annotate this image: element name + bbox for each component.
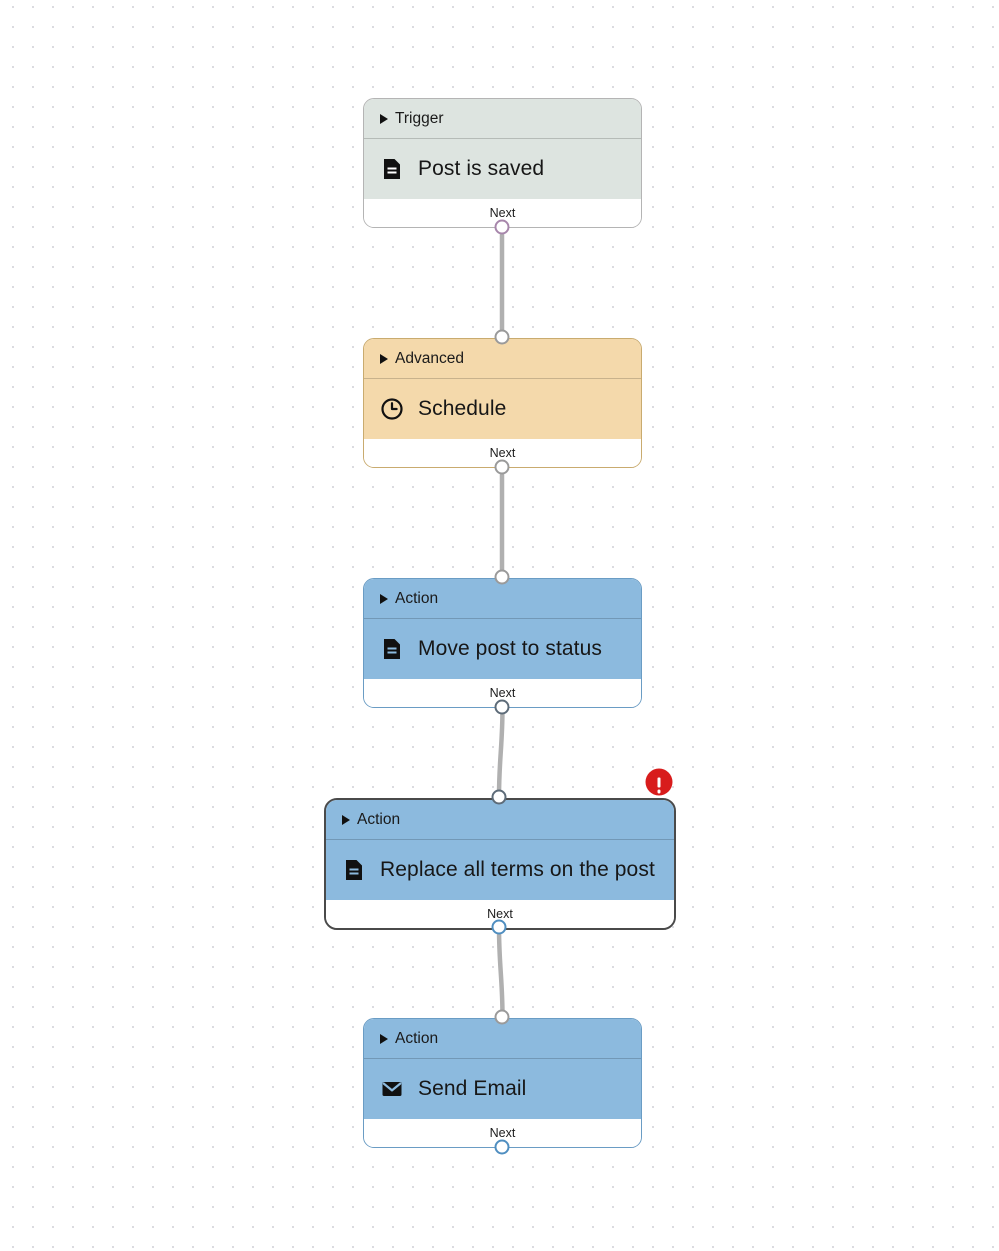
port-out-action-1[interactable]: [494, 699, 510, 715]
node-body[interactable]: Send Email: [364, 1059, 641, 1119]
document-icon: [384, 639, 400, 659]
port-in-action-3[interactable]: [494, 1009, 510, 1025]
envelope-icon: [382, 1082, 402, 1096]
document-icon: [384, 159, 400, 179]
node-category-label: Advanced: [395, 349, 464, 367]
chevron-right-icon[interactable]: [380, 593, 388, 604]
node-body[interactable]: Replace all terms on the post: [326, 840, 674, 900]
port-out-trigger[interactable]: [494, 219, 510, 235]
node-header[interactable]: Trigger: [364, 99, 641, 139]
workflow-node-trigger-post-is-saved[interactable]: Trigger Post is saved Next: [363, 98, 642, 228]
port-out-action-2[interactable]: [491, 919, 507, 935]
node-header[interactable]: Action: [364, 579, 641, 619]
chevron-right-icon[interactable]: [380, 113, 388, 124]
port-out-action-3[interactable]: [494, 1139, 510, 1155]
node-title: Post is saved: [418, 157, 545, 180]
node-category-label: Action: [395, 589, 439, 607]
node-body[interactable]: Schedule: [364, 379, 641, 439]
node-body[interactable]: Post is saved: [364, 139, 641, 199]
node-category-label: Action: [395, 1029, 439, 1047]
port-in-action-1[interactable]: [494, 569, 510, 585]
node-title: Schedule: [418, 397, 507, 420]
error-badge[interactable]: [645, 768, 673, 796]
exclamation-icon: [657, 777, 661, 794]
edge-action-1-to-action-2: [496, 704, 505, 800]
workflow-node-action-send-email[interactable]: Action Send Email Next: [363, 1018, 642, 1148]
node-header[interactable]: Advanced: [364, 339, 641, 379]
chevron-right-icon[interactable]: [380, 353, 388, 364]
node-header[interactable]: Action: [326, 800, 674, 840]
workflow-node-action-move-post-to-status[interactable]: Action Move post to status Next: [363, 578, 642, 708]
node-category-label: Action: [357, 810, 401, 828]
chevron-right-icon[interactable]: [380, 1033, 388, 1044]
port-in-action-2[interactable]: [491, 789, 507, 805]
port-out-advanced[interactable]: [494, 459, 510, 475]
document-icon: [346, 860, 362, 880]
node-header[interactable]: Action: [364, 1019, 641, 1059]
chevron-right-icon[interactable]: [342, 814, 350, 825]
node-title: Replace all terms on the post: [380, 858, 655, 881]
clock-icon: [381, 398, 403, 420]
workflow-node-advanced-schedule[interactable]: Advanced Schedule Next: [363, 338, 642, 468]
node-body[interactable]: Move post to status: [364, 619, 641, 679]
node-title: Move post to status: [418, 637, 602, 660]
node-category-label: Trigger: [395, 109, 444, 127]
workflow-node-action-replace-all-terms-on-the-post[interactable]: Action Replace all terms on the post Nex…: [324, 798, 676, 930]
edge-action-2-to-action-3: [496, 924, 505, 1020]
node-title: Send Email: [418, 1077, 527, 1100]
port-in-advanced[interactable]: [494, 329, 510, 345]
